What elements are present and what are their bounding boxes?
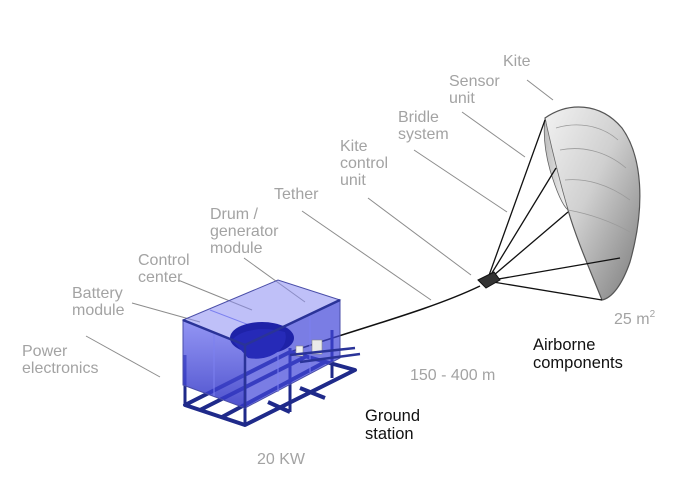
bridle-system-label: Bridle system (398, 109, 449, 143)
leader-line-power-electronics (85, 335, 161, 378)
ground-station-label: Ground station (365, 407, 421, 443)
drum-generator-module-label: Drum / generator module (210, 206, 279, 257)
bridle-lines (486, 119, 621, 301)
leader-line-bridle-system (413, 149, 508, 213)
leader-line-tether (301, 210, 432, 301)
airborne-components-label: Airborne components (533, 336, 623, 372)
kite-canopy (543, 106, 641, 301)
power-rating-label: 20 KW (257, 451, 306, 468)
leader-line-sensor-unit (461, 111, 526, 158)
sensor-unit-label: Sensor unit (449, 73, 500, 107)
ground-station (181, 279, 361, 427)
power-electronics-label: Power electronics (22, 343, 99, 377)
leader-line-kite-control-unit (367, 197, 472, 276)
control-center-label: Control center (138, 252, 190, 286)
kite-label: Kite (503, 53, 531, 70)
tether-length-label: 150 - 400 m (410, 367, 496, 384)
kite-control-unit-pod (477, 271, 501, 289)
leader-lines (85, 79, 554, 378)
tether-label: Tether (274, 186, 319, 203)
leader-line-kite (526, 79, 554, 101)
battery-module-label: Battery module (72, 285, 125, 319)
area-label: 25 m2 (614, 309, 656, 328)
kite-control-unit-label: Kite control unit (340, 138, 389, 189)
